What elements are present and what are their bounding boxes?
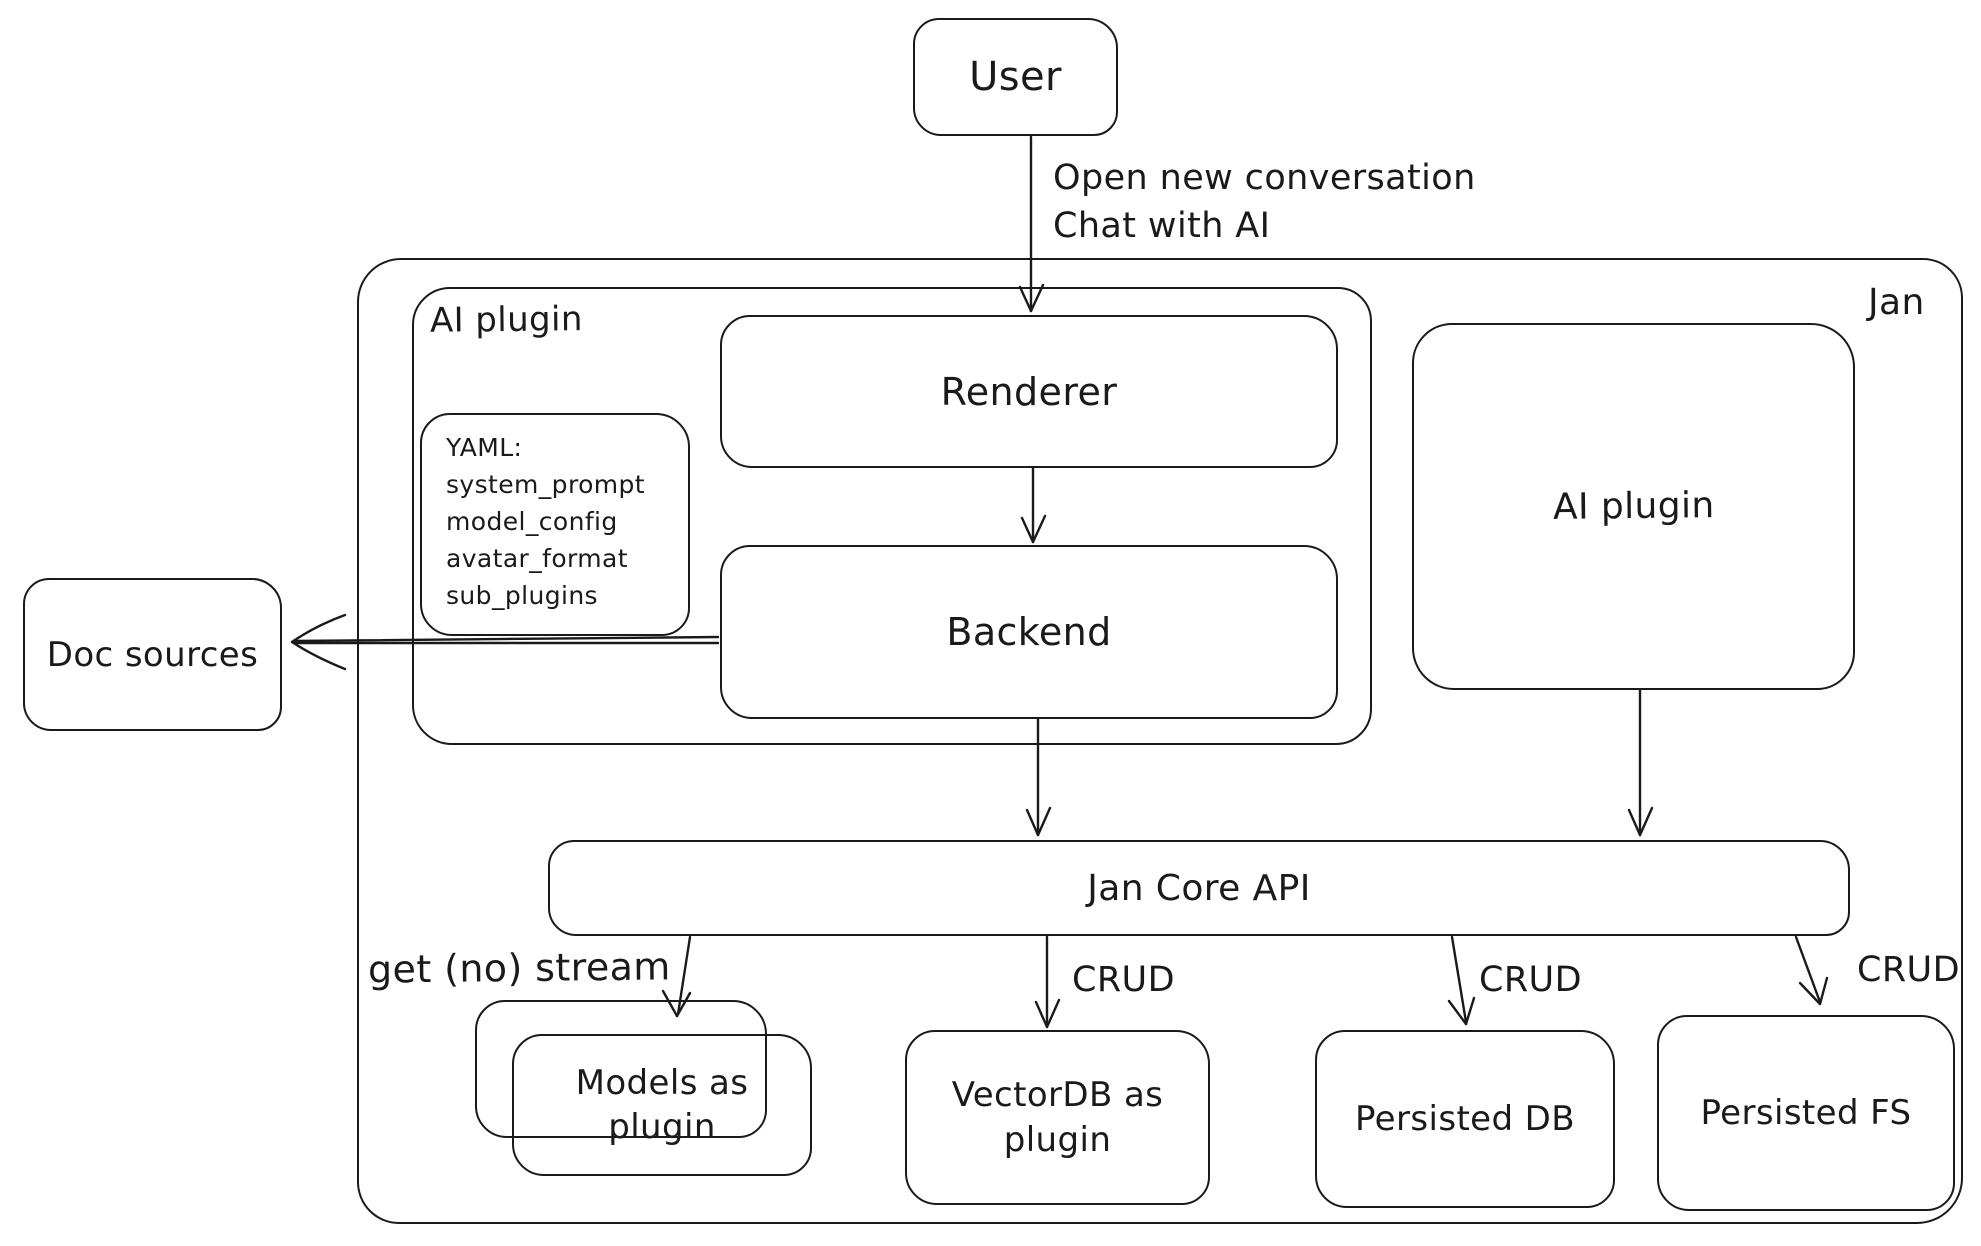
vectordb-plugin-label: VectorDB as plugin xyxy=(951,1075,1164,1160)
ai-plugin-label: AI plugin xyxy=(1552,485,1715,528)
doc-sources-node: Doc sources xyxy=(23,578,282,731)
renderer-label: Renderer xyxy=(940,369,1118,414)
persisted-db-label: Persisted DB xyxy=(1354,1099,1575,1139)
yaml-title: YAML: xyxy=(446,433,523,462)
doc-sources-label: Doc sources xyxy=(46,634,259,675)
crud-persisted-fs-label: CRUD xyxy=(1857,950,1960,990)
jan-core-api-label: Jan Core API xyxy=(1087,867,1311,909)
yaml-note: YAML: system_prompt model_config avatar_… xyxy=(420,413,690,636)
crud-vectordb-label: CRUD xyxy=(1072,960,1175,1000)
vectordb-plugin-node: VectorDB as plugin xyxy=(905,1030,1210,1205)
yaml-line: sub_plugins xyxy=(446,581,598,610)
user-edge-label-line2: Chat with AI xyxy=(1053,206,1271,246)
crud-persisted-db-label: CRUD xyxy=(1479,960,1582,1000)
yaml-line: avatar_format xyxy=(446,544,628,573)
models-plugin-back-box xyxy=(475,1000,767,1138)
ai-plugin-group-label: AI plugin xyxy=(429,299,584,341)
models-plugin-label: Models as plugin xyxy=(575,1062,749,1147)
user-label: User xyxy=(969,54,1062,100)
user-node: User xyxy=(913,18,1118,136)
persisted-db-node: Persisted DB xyxy=(1315,1030,1615,1208)
get-no-stream-label: get (no) stream xyxy=(367,944,671,992)
persisted-fs-label: Persisted FS xyxy=(1700,1093,1912,1133)
user-edge-label-line1: Open new conversation xyxy=(1053,158,1476,198)
yaml-note-text: YAML: system_prompt model_config avatar_… xyxy=(446,429,645,614)
ai-plugin-node: AI plugin xyxy=(1412,323,1855,690)
renderer-node: Renderer xyxy=(720,315,1338,468)
yaml-line: model_config xyxy=(446,507,618,536)
jan-label: Jan xyxy=(1868,282,1925,323)
yaml-line: system_prompt xyxy=(446,470,645,499)
models-plugin-node: Models as plugin xyxy=(512,1034,812,1176)
backend-node: Backend xyxy=(720,545,1338,719)
jan-core-api-node: Jan Core API xyxy=(548,840,1850,936)
persisted-fs-node: Persisted FS xyxy=(1657,1015,1955,1211)
backend-label: Backend xyxy=(946,610,1112,654)
